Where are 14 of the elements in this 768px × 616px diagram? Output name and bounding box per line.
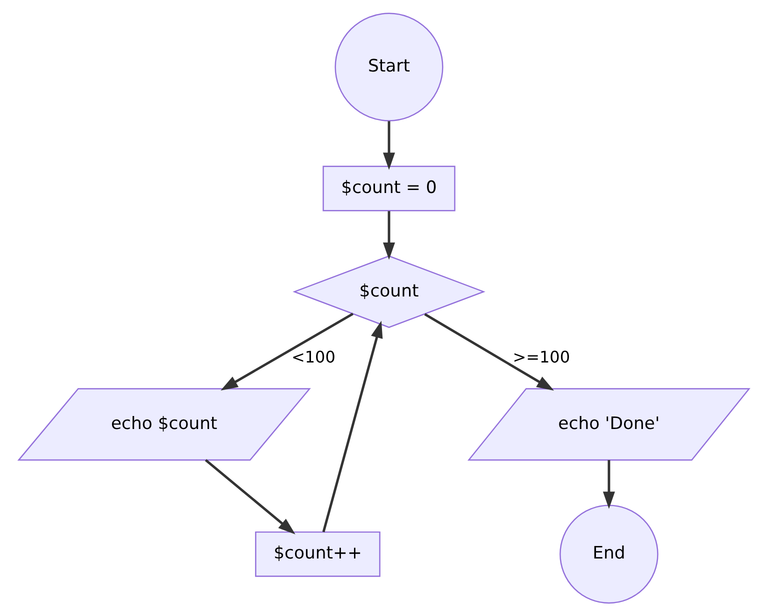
arrow [322, 320, 383, 532]
node-box: $count = 0 [322, 166, 456, 212]
edge-label: >=100 [512, 347, 570, 366]
arrow [424, 313, 554, 391]
arrow [382, 121, 396, 170]
arrow [204, 459, 296, 534]
edge-label: <100 [292, 347, 336, 366]
arrow [220, 312, 354, 390]
node-diamond: $count [292, 255, 486, 328]
arrow [602, 460, 615, 509]
node-circle: Start [334, 12, 444, 122]
arrow [382, 211, 396, 260]
node-box: $count++ [255, 531, 380, 577]
node-circle: End [560, 504, 658, 604]
